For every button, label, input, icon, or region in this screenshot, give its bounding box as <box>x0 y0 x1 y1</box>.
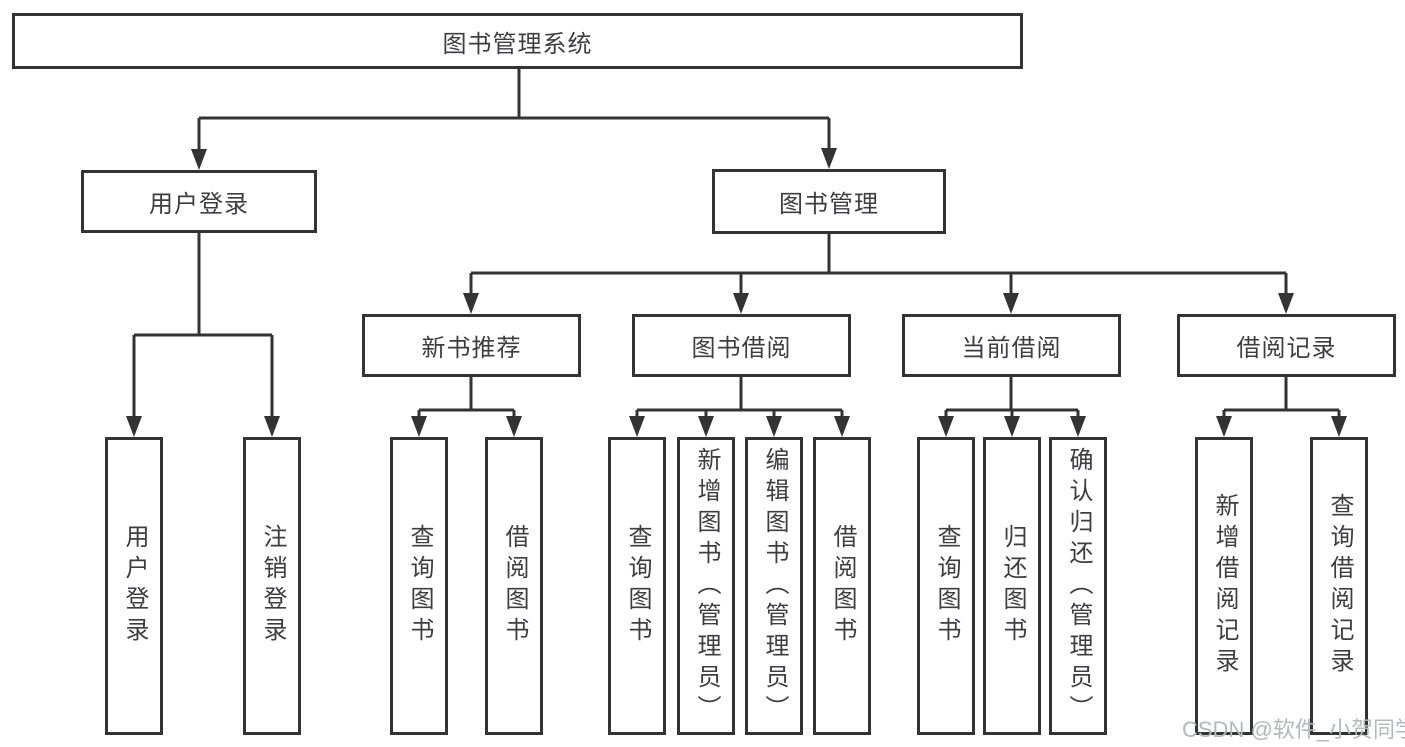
node-leaf-add-books-admin: 新增图书（管理员） <box>677 437 735 735</box>
arrow-icon <box>1216 416 1232 437</box>
arrow-icon <box>834 416 850 437</box>
arrow-icon <box>411 416 427 437</box>
node-label: 新书推荐 <box>421 335 522 362</box>
node-library-management-system: 图书管理系统 <box>12 13 1023 69</box>
node-leaf-search-books-recommendation: 查询图书 <box>390 437 448 735</box>
node-label: 注销登录 <box>259 524 286 648</box>
arrow-icon <box>1070 416 1086 437</box>
connector-user-login <box>132 233 274 421</box>
node-label: 查询借阅记录 <box>1326 493 1353 679</box>
node-leaf-logout: 注销登录 <box>243 437 301 735</box>
node-leaf-user-login: 用户登录 <box>105 437 163 735</box>
node-book-borrowing: 图书借阅 <box>632 314 851 377</box>
node-book-management: 图书管理 <box>712 169 946 234</box>
node-user-login: 用户登录 <box>81 170 317 233</box>
connector-borrowing-records <box>1222 377 1341 421</box>
arrow-icon <box>1003 293 1019 314</box>
node-label: 图书管理系统 <box>442 30 593 58</box>
node-label: 用户登录 <box>149 191 249 218</box>
node-label: 用户登录 <box>121 524 148 648</box>
arrowheads <box>126 148 1347 437</box>
node-leaf-borrow-books-recommendation: 借阅图书 <box>485 437 543 735</box>
node-leaf-confirm-return-admin: 确认归还（管理员） <box>1049 437 1107 735</box>
arrow-icon <box>698 416 714 437</box>
arrow-icon <box>126 416 142 437</box>
arrow-icon <box>1278 293 1294 314</box>
node-leaf-borrow-books: 借阅图书 <box>813 437 871 735</box>
node-leaf-edit-books-admin: 编辑图书（管理员） <box>745 437 803 735</box>
node-label: 借阅图书 <box>829 524 856 648</box>
node-label: 确认归还（管理员） <box>1065 446 1092 726</box>
node-label: 编辑图书（管理员） <box>761 446 788 726</box>
node-label: 新增图书（管理员） <box>693 446 720 726</box>
connector-book-borrowing <box>635 377 844 421</box>
node-label: 借阅记录 <box>1236 335 1337 362</box>
node-leaf-search-borrow-record: 查询借阅记录 <box>1310 437 1368 735</box>
connector-root <box>197 69 831 152</box>
node-current-borrowing: 当前借阅 <box>902 314 1121 377</box>
node-borrowing-records: 借阅记录 <box>1177 314 1396 377</box>
arrow-icon <box>733 293 749 314</box>
connector-current-borrowing <box>944 377 1080 421</box>
arrow-icon <box>191 149 207 170</box>
node-label: 当前借阅 <box>961 335 1062 362</box>
arrow-icon <box>766 416 782 437</box>
node-leaf-add-borrow-record: 新增借阅记录 <box>1195 437 1253 735</box>
node-leaf-search-books-current: 查询图书 <box>917 437 975 735</box>
node-label: 归还图书 <box>999 524 1026 648</box>
arrow-icon <box>506 416 522 437</box>
arrow-icon <box>463 293 479 314</box>
node-leaf-return-books: 归还图书 <box>983 437 1041 735</box>
node-label: 新增借阅记录 <box>1211 493 1238 679</box>
node-leaf-search-books-borrowing: 查询图书 <box>608 437 666 735</box>
node-label: 图书借阅 <box>691 335 792 362</box>
arrow-icon <box>938 416 954 437</box>
node-label: 查询图书 <box>624 524 651 648</box>
node-label: 图书管理 <box>779 191 879 218</box>
arrow-icon <box>1331 416 1347 437</box>
node-label: 查询图书 <box>933 524 960 648</box>
arrow-icon <box>1004 416 1020 437</box>
arrow-icon <box>264 416 280 437</box>
connector-book-management <box>469 234 1288 298</box>
arrow-icon <box>821 148 837 169</box>
node-label: 查询图书 <box>406 524 433 648</box>
connector-new-book-recommendation <box>417 377 516 421</box>
node-label: 借阅图书 <box>501 524 528 648</box>
csdn-watermark: CSDN @软件_小贺同学 <box>1182 717 1405 742</box>
arrow-icon <box>629 416 645 437</box>
node-new-book-recommendation: 新书推荐 <box>362 314 581 377</box>
